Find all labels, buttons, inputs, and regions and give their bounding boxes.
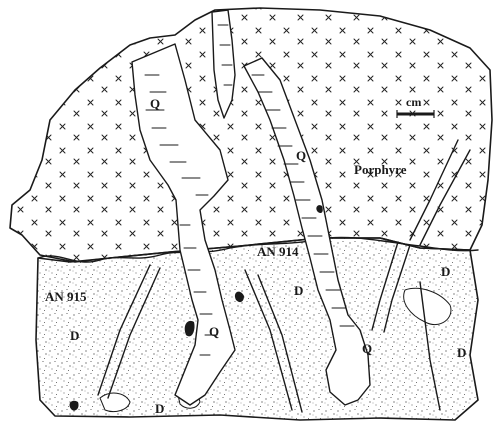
sample-an914-label: AN 914 <box>257 244 299 259</box>
quartz-label-lower-left: Q <box>209 324 219 339</box>
porphyre-label: Porphyre <box>354 162 407 177</box>
quartz-label-upper-left: Q <box>150 96 160 111</box>
dyke-label-1: D <box>70 328 79 343</box>
scale-label: cm <box>406 95 421 109</box>
dyke-label-4: D <box>457 345 466 360</box>
dyke-label-3: D <box>441 264 450 279</box>
dyke-label-2: D <box>294 283 303 298</box>
sample-an915-label: AN 915 <box>45 289 87 304</box>
quartz-label-upper-right: Q <box>296 148 306 163</box>
quartz-label-lower-right: Q <box>362 341 372 356</box>
porphyre-zone <box>10 8 492 262</box>
dyke-label-5: D <box>155 401 164 416</box>
dyke-zone <box>36 238 478 420</box>
